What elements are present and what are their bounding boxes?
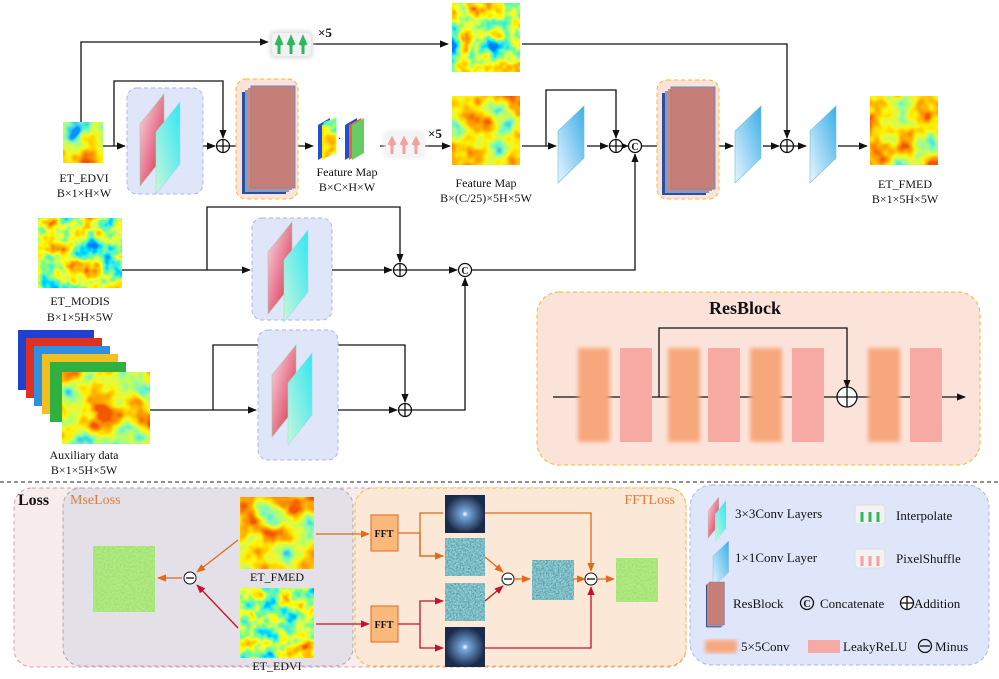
interpolated-image [452, 3, 520, 72]
aux-label: Auxiliary data [50, 448, 120, 462]
resblock-icon [241, 85, 296, 195]
fft-loss-image [616, 558, 658, 602]
svg-text:FFT: FFT [375, 529, 394, 540]
legend-leakyrelu: LeakyReLU [843, 639, 908, 654]
resblock-panel: ResBlock [536, 291, 981, 466]
conv5-block [750, 348, 782, 442]
fft-magnitude-1 [445, 495, 485, 533]
et-fmed-label: ET_FMED [878, 177, 932, 191]
minus-icon [183, 571, 197, 585]
leakyrelu-block [620, 348, 652, 442]
et-modis-shape: B×1×5H×5W [47, 310, 114, 324]
svg-text:·: · [338, 134, 341, 145]
et-fmed-output-image [870, 96, 938, 165]
addition-icon [779, 138, 795, 154]
minus-icon [501, 572, 515, 586]
et-edvi-image [63, 122, 103, 163]
fft-phase-1 [445, 538, 485, 576]
pixelshuffle-icon [384, 131, 425, 158]
aux-shape: B×1×5H×5W [51, 463, 118, 477]
concat-icon: C [627, 138, 643, 154]
legend-minus: Minus [935, 639, 968, 654]
auxiliary-data-images [18, 330, 150, 444]
feature-map-1-shape: B×C×H×W [319, 180, 376, 194]
leakyrelu-block [910, 348, 942, 442]
legend-interpolate: Interpolate [896, 508, 953, 523]
loss-et-fmed-label: ET_FMED [250, 570, 304, 584]
legend-pixelshuffle: PixelShuffle [896, 551, 961, 566]
addition-icon [608, 138, 624, 154]
feature-map-1-label: Feature Map [317, 165, 378, 179]
fft-phase-2 [445, 583, 485, 621]
conv1-icon [557, 105, 585, 184]
legend-conv5: 5×5Conv [741, 639, 790, 654]
addition-icon [392, 262, 408, 278]
mse-diff-image [93, 546, 155, 612]
fft-title: FFTLoss [624, 493, 675, 508]
et-modis-label: ET_MODIS [50, 294, 109, 308]
et-fmed-shape: B×1×5H×5W [872, 192, 939, 206]
svg-text:C: C [631, 142, 638, 153]
interpolate-icon [270, 31, 313, 58]
fft-magnitude-2 [445, 627, 485, 667]
feature-map-2-shape: B×(C/25)×5H×5W [440, 191, 532, 205]
fft-button-1: FFT [370, 514, 399, 552]
leakyrelu-block [792, 348, 824, 442]
conv1-icon [809, 105, 837, 184]
loss-et-edvi-label: ET_EDVI [252, 659, 301, 673]
svg-text:FFT: FFT [375, 620, 394, 631]
phase-diff-image [532, 560, 574, 600]
loss-title: Loss [18, 492, 49, 509]
svg-text:C: C [803, 599, 810, 610]
loss-et-edvi-image [240, 588, 314, 658]
feature-map-2-label: Feature Map [456, 176, 517, 190]
legend: 3×3Conv Layers Interpolate 1×1Conv Layer… [689, 484, 990, 666]
interpolate-legend-icon [854, 504, 886, 525]
legend-conv3: 3×3Conv Layers [735, 506, 822, 521]
feature-map-2-image [452, 96, 520, 165]
conv5-block [868, 348, 900, 442]
leakyrelu-block [708, 348, 740, 442]
loss-et-fmed-image [240, 497, 314, 569]
fft-button-2: FFT [370, 605, 399, 643]
pixelshuffle-legend-icon [854, 548, 886, 569]
conv5-block [668, 348, 700, 442]
et-edvi-label: ET_EDVI [59, 171, 108, 185]
conv1-icon [734, 105, 762, 184]
mse-title: MseLoss [70, 493, 121, 508]
legend-concatenate: Concatenate [820, 596, 884, 611]
times5-pixelshuffle: ×5 [428, 126, 442, 141]
legend-conv1: 1×1Conv Layer [735, 550, 818, 565]
svg-text:C: C [461, 266, 468, 277]
legend-addition: Addition [914, 596, 961, 611]
resblock-icon [661, 86, 716, 196]
addition-icon [215, 138, 231, 154]
feature-map-small: · [318, 117, 364, 160]
et-edvi-shape: B×1×H×W [57, 186, 112, 200]
concat-icon: C [457, 262, 473, 278]
conv5-block [578, 348, 610, 442]
minus-icon [584, 572, 598, 586]
resblock-legend-icon [705, 581, 725, 628]
et-modis-image [38, 218, 122, 288]
addition-icon [397, 402, 413, 418]
legend-resblock: ResBlock [733, 596, 784, 611]
fft-panel [354, 487, 687, 667]
resblock-title: ResBlock [709, 298, 781, 318]
times5-interpolate: ×5 [318, 25, 332, 40]
